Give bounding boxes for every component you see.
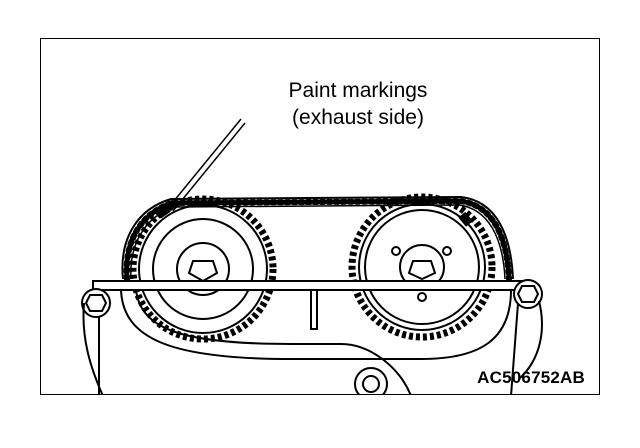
paint-marking-right bbox=[458, 211, 473, 227]
timing-chain bbox=[121, 195, 514, 280]
diagram-frame: Paint markings (exhaust side) AC506752AB bbox=[40, 38, 600, 395]
right-bolt bbox=[513, 279, 543, 309]
timing-chain-illustration bbox=[81, 118, 543, 394]
paint-markings-callout: Paint markings (exhaust side) bbox=[253, 77, 463, 131]
right-camshaft-sprocket bbox=[348, 193, 496, 341]
callout-line-2: (exhaust side) bbox=[292, 106, 424, 129]
figure-code: AC506752AB bbox=[477, 368, 585, 387]
left-bolt bbox=[81, 288, 111, 318]
left-camshaft-sprocket bbox=[129, 195, 277, 343]
bolt-boss-center bbox=[354, 367, 388, 394]
callout-line-1: Paint markings bbox=[288, 79, 428, 102]
